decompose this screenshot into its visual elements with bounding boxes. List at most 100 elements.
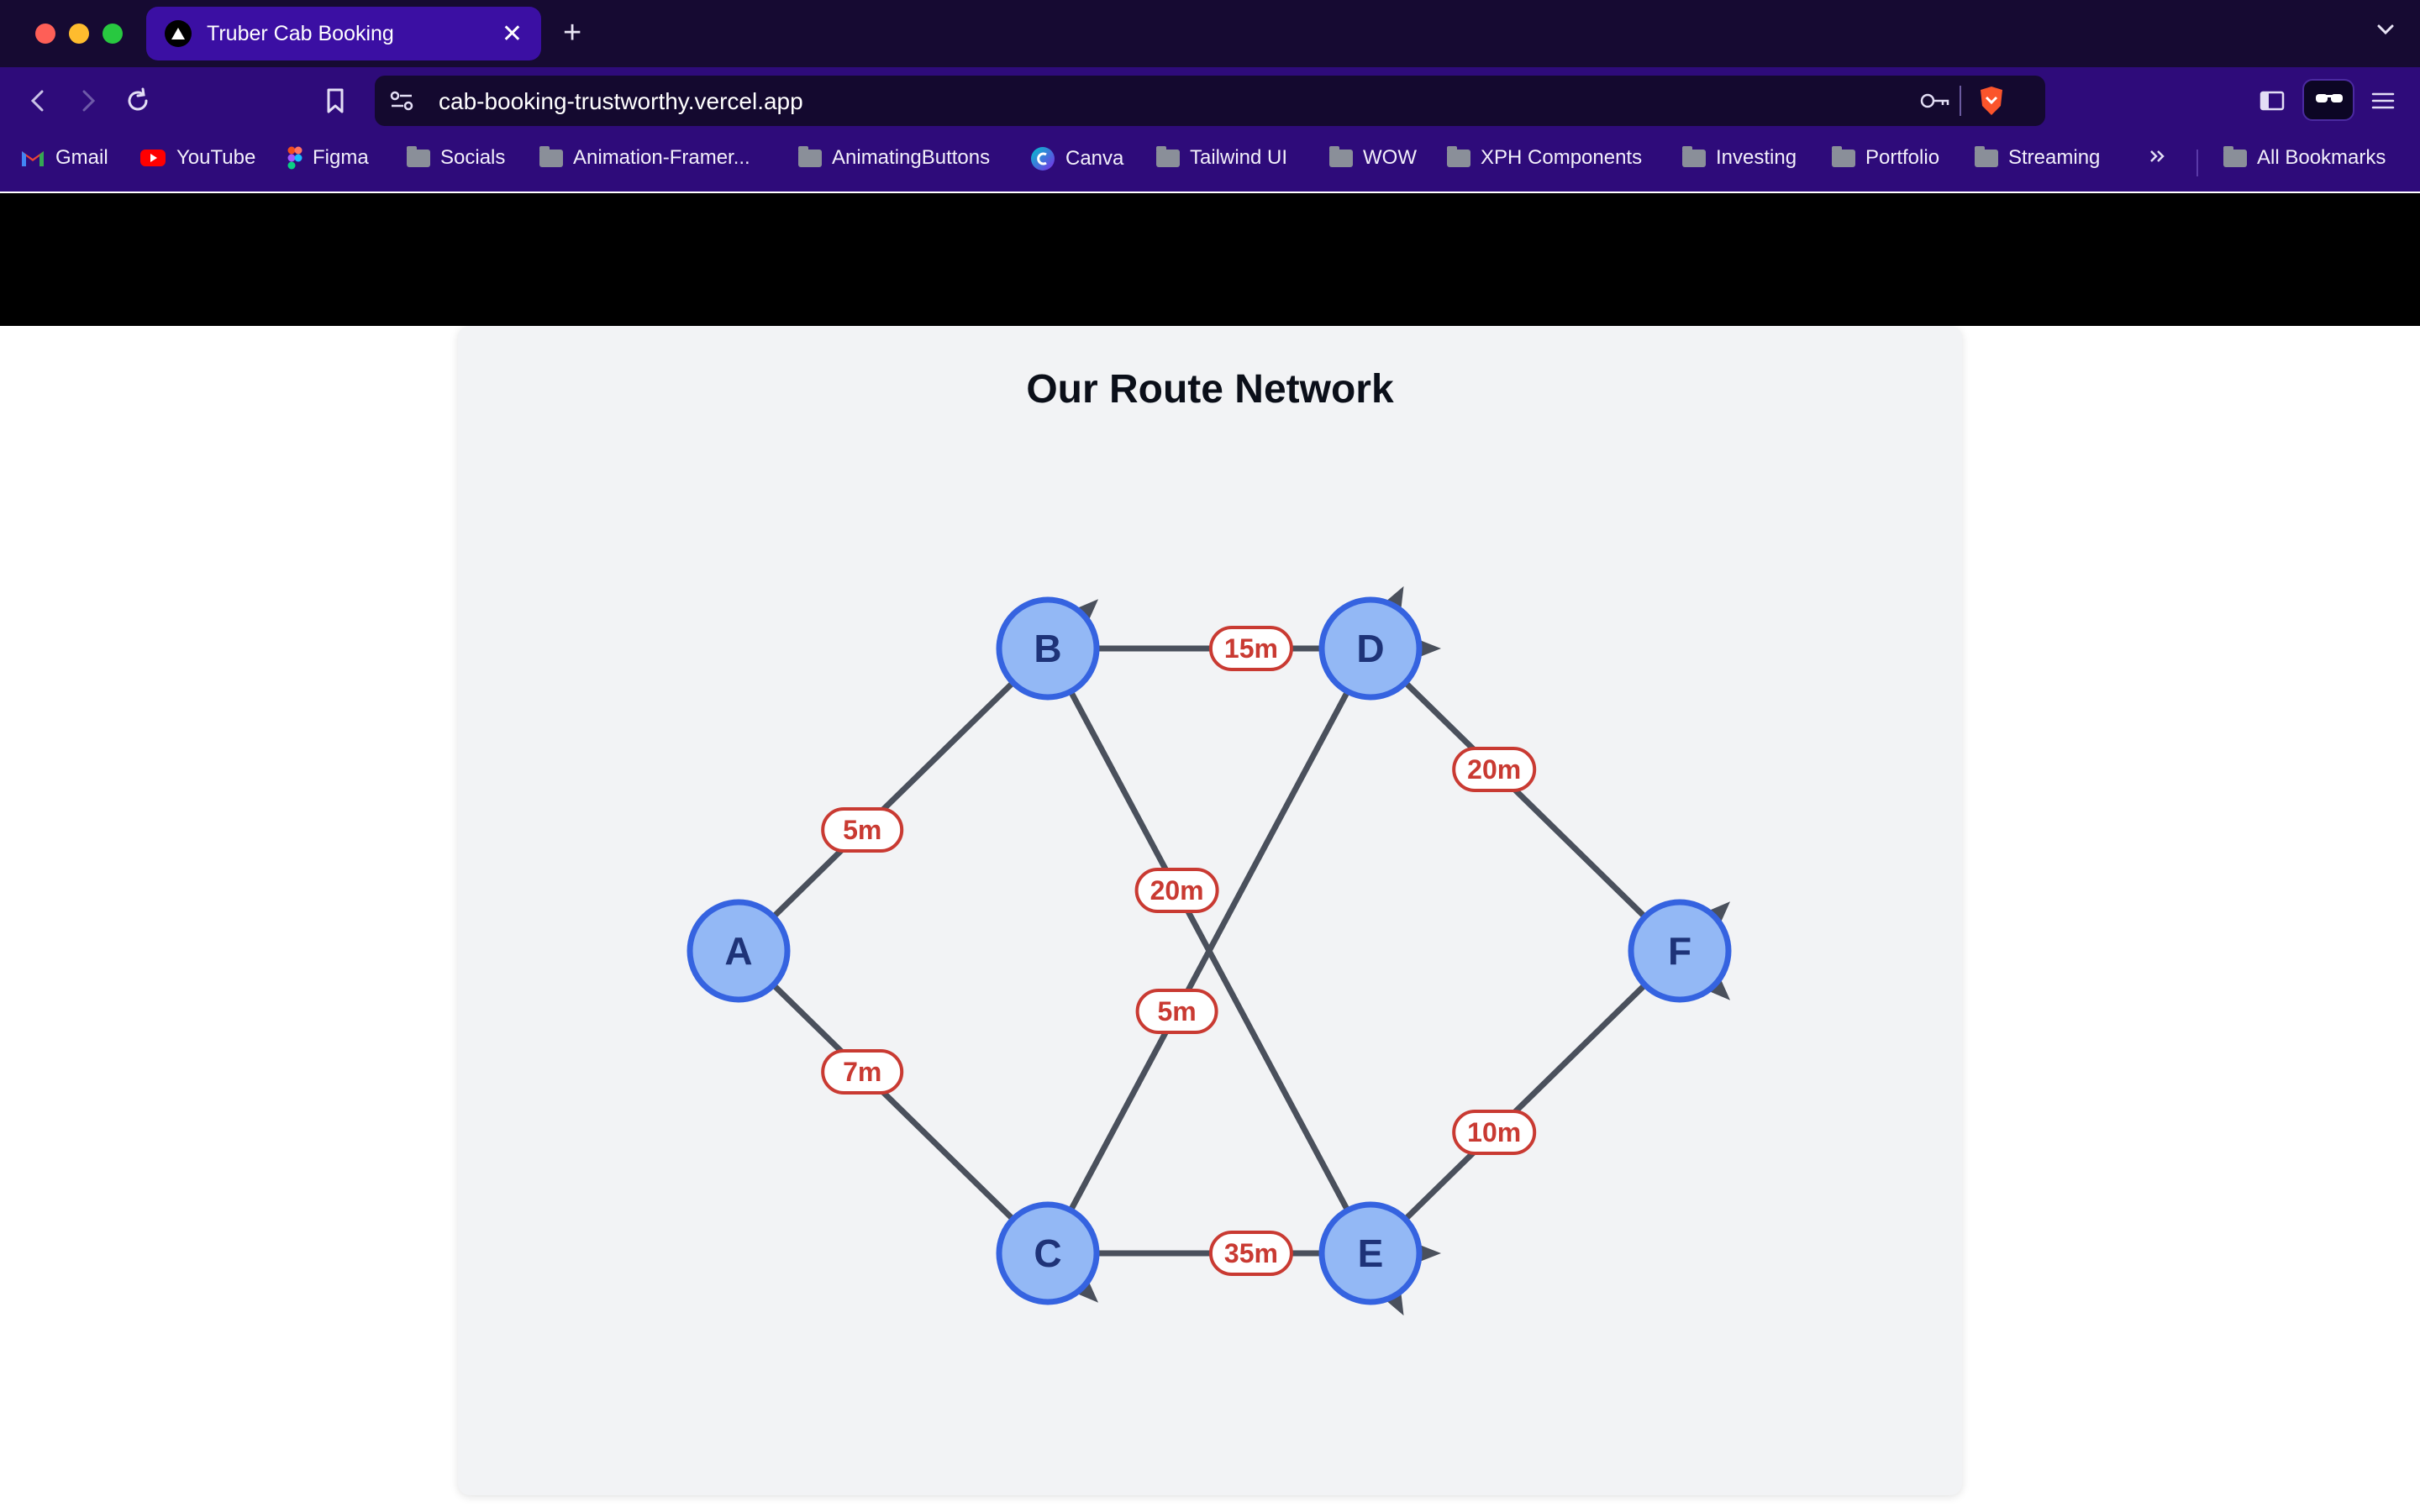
bookmark-label: Gmail [55,146,108,169]
close-icon[interactable]: ✕ [501,19,523,48]
close-window-button[interactable] [35,24,55,44]
route-node-label: D [1356,627,1384,670]
bookmark-icon[interactable] [321,86,350,120]
url-divider [1960,86,1961,116]
route-arrowhead [1707,977,1731,1000]
bookmark-youtube[interactable]: YouTube [139,146,255,170]
bookmark-gmail[interactable]: Gmail [20,146,108,170]
route-weight-badge [1135,989,1218,1034]
bookmark-folder-animating-buttons[interactable]: AnimatingButtons [798,145,991,170]
menu-icon[interactable] [2368,86,2398,120]
chevron-down-icon[interactable] [2375,18,2396,45]
address-bar[interactable]: cab-booking-trustworthy.vercel.app [375,76,2045,126]
route-node-circle [996,596,1100,701]
route-node-d[interactable]: D [1318,596,1423,701]
route-weight-text: 15m [1224,633,1278,664]
bookmark-folder-animation-framer[interactable]: Animation-Framer... [539,145,750,170]
route-node-b[interactable]: B [996,596,1100,701]
bookmark-figma[interactable]: Figma [287,146,369,170]
zoom-window-button[interactable] [103,24,123,44]
route-node-circle [687,899,791,1003]
bookmark-label: WOW [1363,146,1417,169]
route-weight-text: 10m [1467,1117,1521,1147]
all-bookmarks-folder[interactable]: All Bookmarks [2223,145,2386,170]
page-title: Our Route Network [1026,367,1394,412]
gmail-icon [20,148,45,168]
browser-tab-active[interactable]: Truber Cab Booking ✕ [146,7,541,60]
route-weight-label: 20m [1134,868,1219,913]
bookmark-folder-portfolio[interactable]: Portfolio [1832,145,1940,170]
folder-icon [1329,145,1353,167]
route-weight-label: 35m [1208,1231,1293,1276]
route-edge-a-c [735,948,1051,1257]
bookmark-label: Figma [313,146,369,169]
route-weight-label: 5m [821,807,904,853]
key-icon[interactable] [1919,87,1951,118]
new-tab-button[interactable]: + [563,15,582,50]
route-node-a[interactable]: A [687,899,791,1003]
bookmark-folder-socials[interactable]: Socials [407,145,505,170]
minimize-window-button[interactable] [69,24,89,44]
route-weight-label: 5m [1135,989,1218,1034]
route-weight-text: 5m [1157,996,1196,1026]
route-node-circle [1318,596,1423,701]
bookmark-folder-tailwind-ui[interactable]: Tailwind UI [1156,145,1287,170]
bookmark-label: All Bookmarks [2257,146,2386,169]
route-node-circle [1628,899,1732,1003]
route-arrowhead [1075,1279,1099,1303]
route-arrowhead [1418,1244,1441,1263]
route-weight-badge [821,1049,904,1095]
bookmarks-bar: Gmail YouTube Figma Socials Animation-Fr… [0,134,2420,192]
route-weight-label: 10m [1452,1110,1537,1155]
bookmark-folder-streaming[interactable]: Streaming [1975,145,2100,170]
route-weight-badge [1452,1110,1537,1155]
route-weight-text: 20m [1467,754,1521,785]
bookmark-canva[interactable]: Canva [1030,146,1123,171]
sidebar-toggle-icon[interactable] [2257,86,2287,120]
more-bookmarks-chevron-icon[interactable] [2148,144,2168,168]
bookmark-label: Portfolio [1865,146,1940,169]
canva-icon [1030,146,1055,171]
route-weight-text: 20m [1150,875,1204,906]
folder-icon [407,145,430,167]
bookmark-folder-wow[interactable]: WOW [1329,145,1417,170]
route-node-label: B [1034,627,1061,670]
site-settings-icon[interactable] [388,87,417,118]
route-node-label: C [1034,1231,1061,1275]
route-arrowhead [1707,901,1731,925]
bookmark-label: Animation-Framer... [573,146,750,169]
route-node-c[interactable]: C [996,1201,1100,1305]
reload-icon[interactable] [123,86,153,120]
glasses-icon [2315,91,2344,113]
route-node-f[interactable]: F [1628,899,1732,1003]
route-weight-badge [1134,868,1219,913]
triangle-logo-icon [165,20,192,47]
bookmark-label: Canva [1065,147,1124,170]
route-node-label: F [1668,929,1691,973]
bookmark-label: XPH Components [1481,146,1643,169]
bookmark-folder-investing[interactable]: Investing [1682,145,1797,170]
figma-icon [287,146,302,170]
folder-icon [1682,145,1706,167]
bookmark-label: AnimatingButtons [832,146,991,169]
back-arrow-icon[interactable] [24,86,54,120]
brave-shield-icon[interactable] [1976,84,2007,122]
folder-icon [1832,145,1855,167]
bookmark-label: YouTube [176,146,256,169]
folder-icon [798,145,822,167]
browser-toolbar: cab-booking-trustworthy.vercel.app [0,67,2420,134]
route-edge-c-d [1044,645,1374,1257]
reader-mode-button[interactable] [2302,79,2354,121]
bookmark-folder-xph-components[interactable]: XPH Components [1447,145,1643,170]
route-edge-d-f [1367,645,1683,954]
forward-arrow-icon[interactable] [72,86,103,120]
page-header-band [0,193,2420,326]
route-weight-badge [1452,747,1537,792]
route-weight-badge [1208,1231,1293,1276]
route-weight-label: 15m [1208,626,1293,671]
route-arrowhead [1418,639,1441,658]
route-weight-text: 35m [1224,1238,1278,1268]
route-node-e[interactable]: E [1318,1201,1423,1305]
